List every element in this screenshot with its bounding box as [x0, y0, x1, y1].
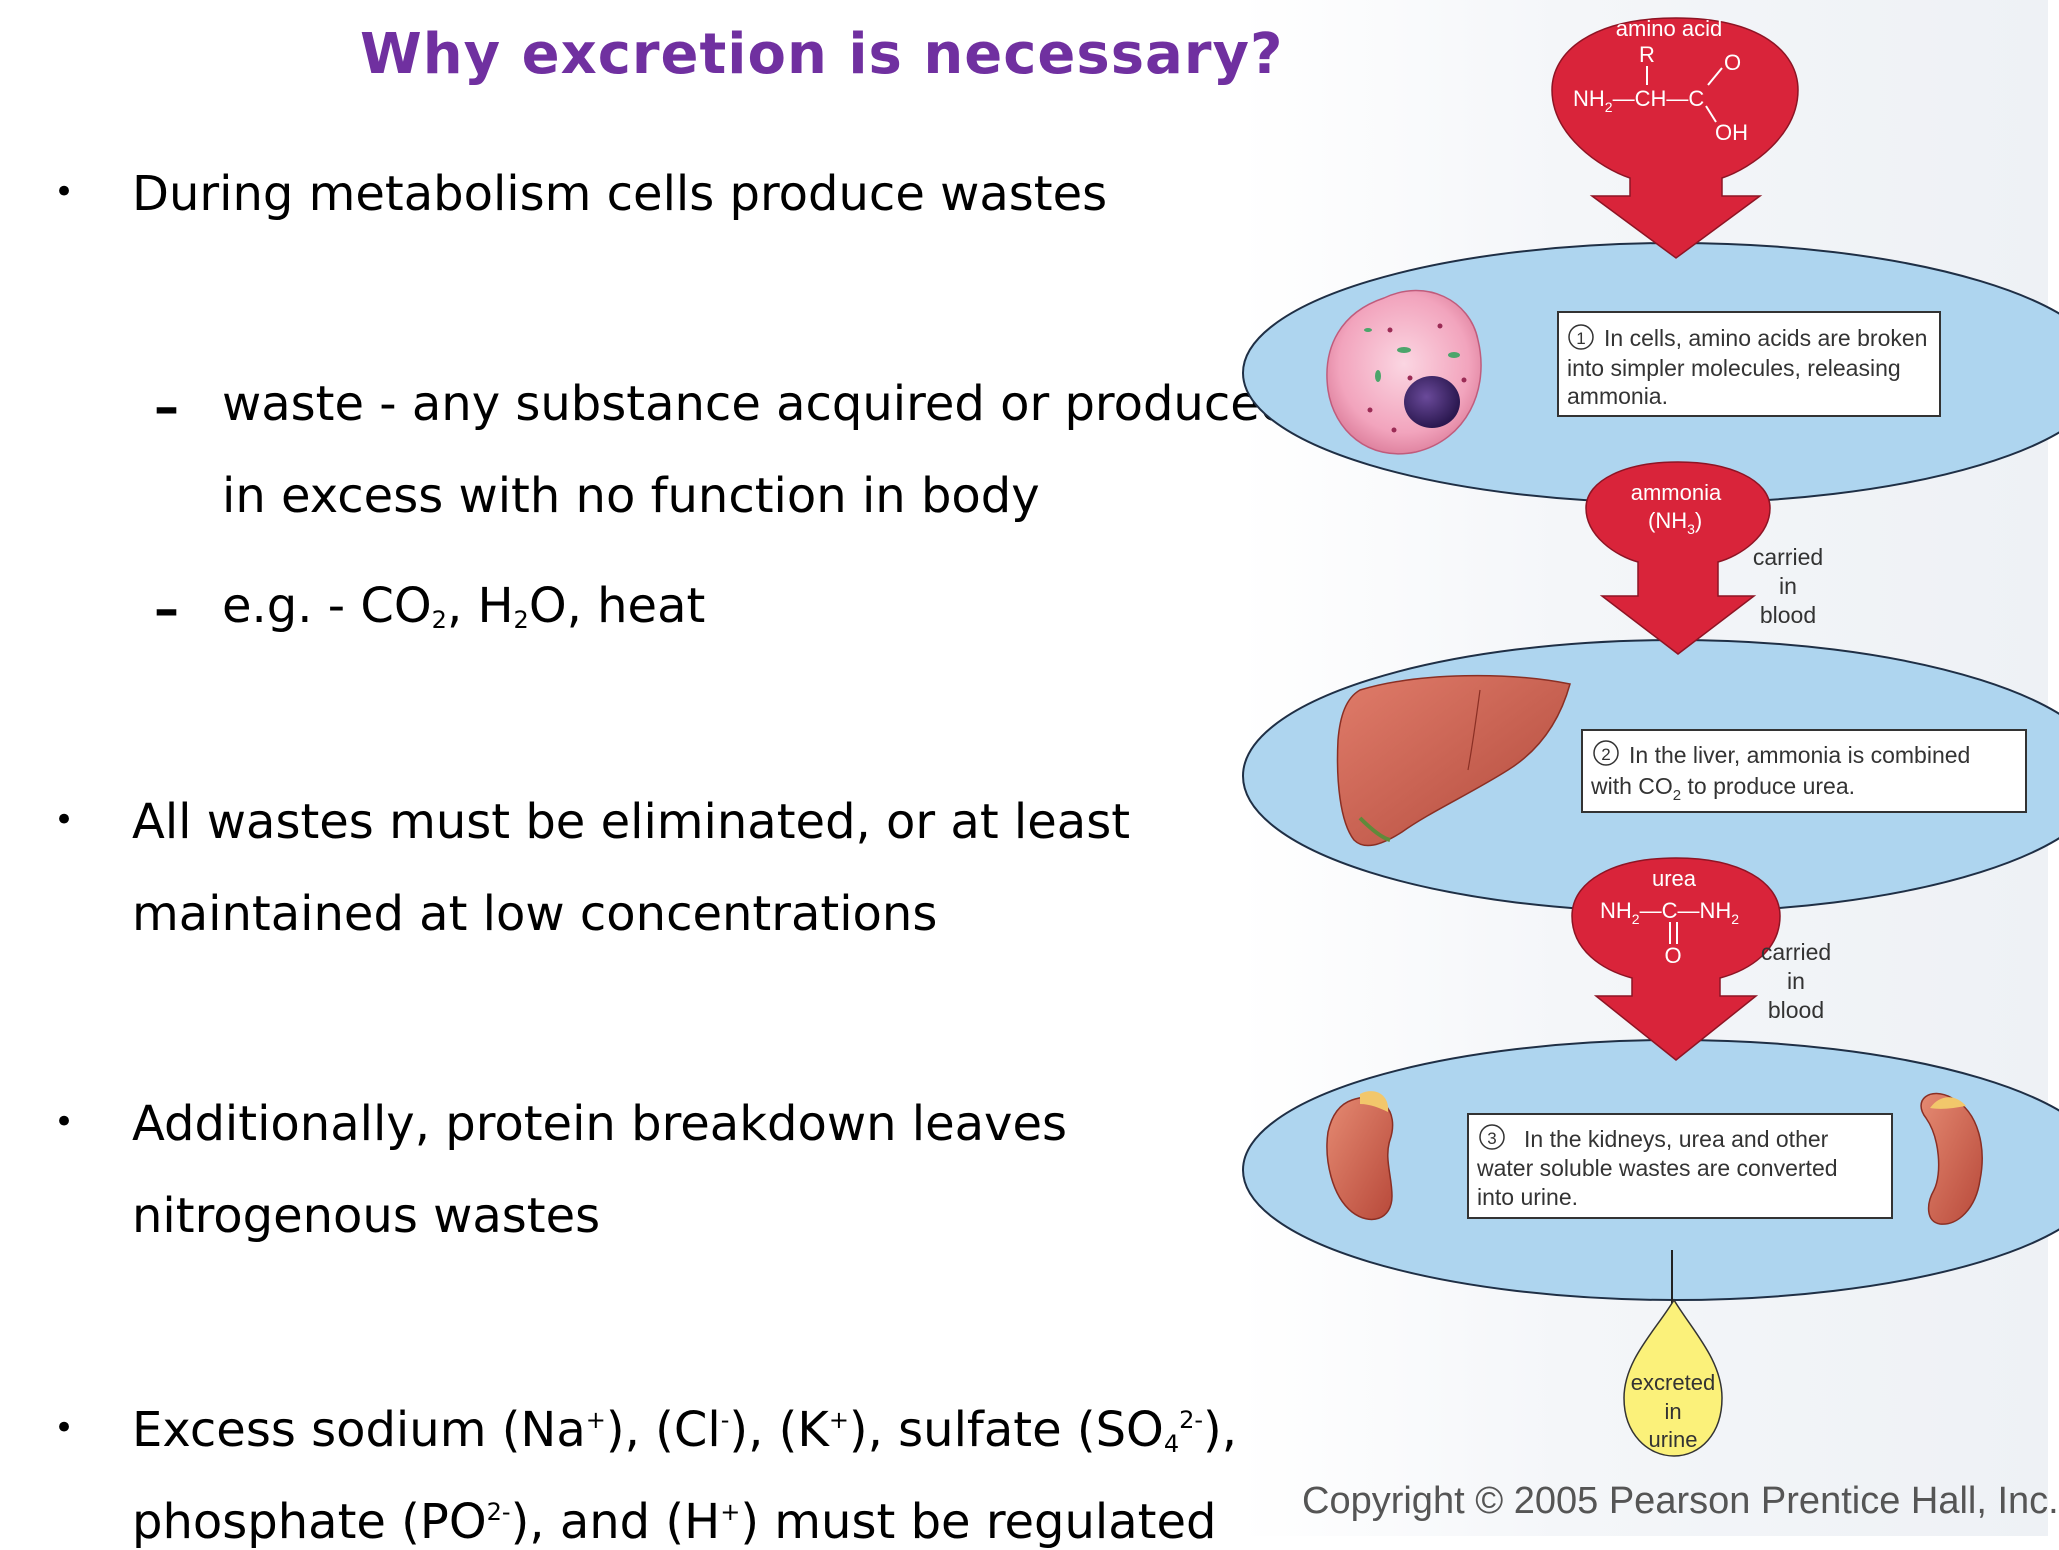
svg-text:2: 2 — [1601, 745, 1610, 764]
svg-text:in: in — [1664, 1399, 1681, 1424]
svg-text:3: 3 — [1487, 1129, 1496, 1148]
urine-drop: excreted in urine — [1623, 1298, 1723, 1457]
liver-illustration — [1336, 674, 1571, 847]
svg-text:NH2—CH—C: NH2—CH—C — [1573, 86, 1704, 115]
sub-bullet-text: in excess with no function in body — [222, 468, 1040, 524]
copyright-notice: Copyright © 2005 Pearson Prentice Hall, … — [1302, 1480, 2059, 1522]
svg-text:into urine.: into urine. — [1477, 1184, 1578, 1210]
sub-bullet-example: e.g. - CO2, H2O, heat — [222, 578, 706, 634]
sub-bullet-marker: – — [154, 378, 179, 436]
left-kidney-illustration — [1326, 1091, 1394, 1221]
bullet-text: phosphate (PO2-), and (H+) must be regul… — [132, 1494, 1217, 1550]
bullet-text: Additionally, protein breakdown leaves — [132, 1096, 1067, 1152]
sub-bullet-marker: – — [154, 580, 179, 638]
svg-text:in: in — [1787, 968, 1805, 994]
svg-text:excreted: excreted — [1631, 1370, 1715, 1395]
right-kidney-illustration — [1920, 1092, 1983, 1225]
svg-text:urine: urine — [1649, 1427, 1698, 1452]
bullet-marker: • — [54, 172, 75, 212]
svg-text:carried: carried — [1761, 939, 1831, 965]
svg-text:(NH3): (NH3) — [1648, 508, 1702, 537]
urea-drop: urea NH2—C—NH2 O — [1571, 857, 1781, 1061]
svg-text:In cells, amino acids are brok: In cells, amino acids are broken — [1604, 325, 1927, 351]
bullet-text: nitrogenous wastes — [132, 1188, 601, 1244]
step2-box: 2 In the liver, ammonia is combined with… — [1581, 729, 2027, 813]
svg-text:amino acid: amino acid — [1616, 16, 1722, 41]
svg-text:ammonia: ammonia — [1631, 480, 1722, 505]
svg-text:urea: urea — [1652, 866, 1697, 891]
bullet-text: maintained at low concentrations — [132, 886, 938, 942]
svg-text:into simpler molecules, releas: into simpler molecules, releasing — [1567, 355, 1901, 381]
bullet-marker: • — [54, 1102, 75, 1142]
svg-text:O: O — [1664, 943, 1681, 968]
svg-text:In the liver, ammonia is combi: In the liver, ammonia is combined — [1629, 742, 1970, 768]
carried-in-blood-label: carried in blood — [1753, 544, 1823, 628]
bullet-text: All wastes must be eliminated, or at lea… — [132, 794, 1131, 850]
bullet-marker: • — [54, 800, 75, 840]
bullet-marker: • — [54, 1408, 75, 1448]
sub-bullet-text: waste - any substance acquired or produc… — [222, 376, 1291, 432]
svg-text:In the kidneys, urea and other: In the kidneys, urea and other — [1524, 1126, 1829, 1152]
svg-text:water soluble wastes are conve: water soluble wastes are converted — [1476, 1155, 1838, 1181]
amino-acid-drop: amino acid R O NH2—CH—C OH — [1551, 16, 1799, 259]
slide-title: Why excretion is necessary? — [360, 22, 1284, 87]
svg-text:OH: OH — [1715, 120, 1748, 145]
step3-box: 3 In the kidneys, urea and other water s… — [1467, 1113, 1893, 1219]
bullet-text: During metabolism cells produce wastes — [132, 166, 1108, 222]
svg-text:blood: blood — [1768, 997, 1824, 1023]
svg-text:ammonia.: ammonia. — [1567, 383, 1668, 409]
bullet-text: Excess sodium (Na+), (Cl-), (K+), sulfat… — [132, 1402, 1238, 1458]
svg-text:O: O — [1724, 50, 1741, 75]
carried-in-blood-label: carried in blood — [1761, 939, 1831, 1023]
cell-illustration — [1326, 289, 1482, 455]
svg-text:carried: carried — [1753, 544, 1823, 570]
svg-text:R: R — [1639, 42, 1655, 67]
svg-text:1: 1 — [1576, 329, 1585, 348]
nitrogen-excretion-diagram: amino acid R O NH2—CH—C OH 1 In cells, a… — [1242, 16, 2059, 1457]
svg-text:in: in — [1779, 573, 1797, 599]
step1-box: 1 In cells, amino acids are broken into … — [1557, 311, 1941, 417]
ammonia-drop: ammonia (NH3) — [1585, 461, 1771, 655]
svg-text:blood: blood — [1760, 602, 1816, 628]
svg-text:NH2—C—NH2: NH2—C—NH2 — [1600, 898, 1739, 927]
svg-text:with CO2 to produce urea.: with CO2 to produce urea. — [1590, 773, 1855, 804]
